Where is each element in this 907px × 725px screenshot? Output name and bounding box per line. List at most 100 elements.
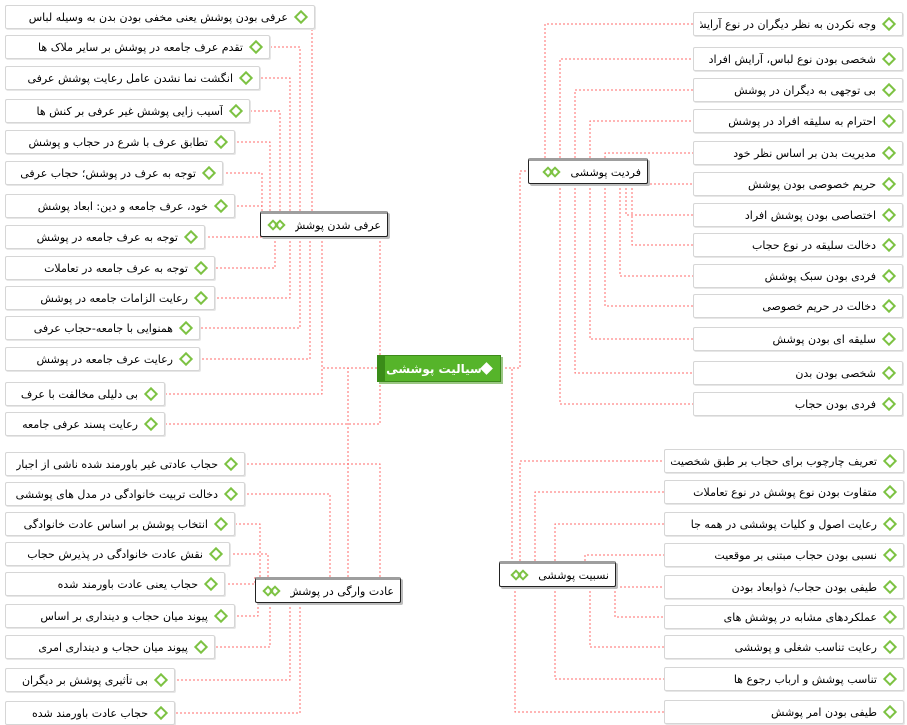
connector-line	[235, 141, 271, 211]
leaf-item[interactable]: فردی بودن حجاب	[693, 392, 903, 416]
leaf-item[interactable]: آسیب زایی پوشش غیر عرفی بر کنش ها	[5, 99, 250, 123]
leaf-item[interactable]: پیوند میان حجاب و دینداری بر اساس	[5, 604, 235, 628]
leaf-item[interactable]: بی دلیلی مخالفت با عرف	[5, 382, 165, 406]
leaf-item[interactable]: اختصاصی بودن پوشش افراد	[693, 203, 903, 227]
leaf-item[interactable]: انتخاب پوشش بر اساس عادت خانوادگی	[5, 512, 235, 536]
branch-individuality[interactable]: فردیت پوششی	[528, 158, 648, 184]
leaf-item[interactable]: دخالت سلیقه در نوع حجاب	[693, 233, 903, 257]
leaf-item[interactable]: سلیقه ای بودن پوشش	[693, 327, 903, 351]
leaf-item[interactable]: حجاب عادت باورمند شده	[5, 701, 175, 725]
leaf-item[interactable]: نسبی بودن حجاب مبتنی بر موقعیت	[664, 543, 904, 567]
leaf-item[interactable]: بی تأثیری پوشش بر دیگران	[5, 668, 175, 692]
connector-line	[235, 603, 259, 617]
connector-line	[245, 493, 331, 577]
leaf-item[interactable]: حریم خصوصی بودن پوشش	[693, 172, 903, 196]
connector-line	[519, 460, 664, 561]
connector-line	[250, 110, 281, 211]
leaf-item[interactable]: شخصی بودن بدن	[693, 361, 903, 385]
diamond-icon	[144, 417, 158, 431]
diamond-icon	[882, 177, 896, 191]
leaf-item[interactable]: توجه به عرف جامعه در تعاملات	[5, 256, 215, 280]
leaf-item[interactable]: دخالت تربیت خانوادگی در مدل های پوششی	[5, 482, 245, 506]
branch-label: فردیت پوششی	[570, 165, 641, 179]
connector-line	[311, 16, 315, 211]
leaf-item[interactable]: فردی بودن سبک پوشش	[693, 264, 903, 288]
connector-line	[235, 205, 263, 211]
diamond-icon	[883, 580, 897, 594]
diamond-icon	[882, 17, 896, 31]
connector-line	[215, 237, 276, 269]
connector-line	[534, 491, 664, 561]
leaf-item[interactable]: انگشت نما نشدن عامل رعایت پوشش عرفی	[5, 66, 260, 90]
leaf-item[interactable]: رعایت الزامات جامعه در پوشش	[5, 286, 215, 310]
diamond-icon	[229, 104, 243, 118]
leaf-item[interactable]: تقدم عرف جامعه در پوشش بر سایر ملاک ها	[5, 35, 270, 59]
diamond-icon	[294, 10, 308, 24]
connector-line	[514, 587, 664, 713]
connector-line	[321, 237, 377, 369]
connector-line	[544, 23, 693, 158]
branch-customization[interactable]: عرفی شدن پوشش	[260, 211, 388, 237]
leaf-item[interactable]: حجاب یعنی عادت باورمند شده	[5, 572, 225, 596]
leaf-item[interactable]: متفاوت بودن نوع پوشش در نوع تعاملات	[664, 480, 904, 504]
leaf-item[interactable]: تعریف چارچوب برای حجاب بر طبق شخصیت	[664, 449, 904, 473]
leaf-item[interactable]: نقش عادت خانوادگی در پذیرش حجاب	[5, 542, 230, 566]
leaf-item[interactable]: تطابق عرف با شرع در حجاب و پوشش	[5, 130, 235, 154]
connector-line	[554, 587, 664, 680]
leaf-item[interactable]: توجه به عرف جامعه در پوشش	[5, 225, 205, 249]
double-diamond-icon	[267, 218, 289, 232]
branch-label: عرفی شدن پوشش	[295, 218, 381, 232]
leaf-item[interactable]: رعایت تناسب شغلی و پوششی	[664, 635, 904, 659]
leaf-item[interactable]: عملکردهای مشابه در پوشش های	[664, 605, 904, 629]
branch-habituation[interactable]: عادت وارگی در پوشش	[255, 577, 401, 603]
diamond-icon	[214, 609, 228, 623]
leaf-item[interactable]: طیفی بودن حجاب/ ذوابعاد بودن	[664, 575, 904, 599]
leaf-item[interactable]: مدیریت بدن بر اساس نظر خود	[693, 141, 903, 165]
connector-line	[574, 89, 693, 158]
connector-line	[501, 170, 528, 369]
leaf-item[interactable]: حجاب عادتی غیر باورمند شده ناشی از اجبار	[5, 452, 245, 476]
connector-line	[215, 603, 271, 648]
diamond-icon	[249, 40, 263, 54]
leaf-item[interactable]: رعایت پسند عرفی جامعه	[5, 412, 165, 436]
diamond-icon	[882, 83, 896, 97]
diamond-icon	[882, 397, 896, 411]
diamond-icon	[882, 366, 896, 380]
leaf-item[interactable]: توجه به عرف در پوشش؛ حجاب عرفی	[5, 161, 223, 185]
connector-line	[230, 553, 269, 577]
root-node[interactable]: سیالیت پوششی	[377, 355, 501, 382]
diamond-icon	[144, 387, 158, 401]
leaf-item[interactable]: خود، عرف جامعه و دین: ابعاد پوشش	[5, 194, 235, 218]
leaf-item[interactable]: دخالت در حریم خصوصی	[693, 294, 903, 318]
connector-line	[574, 184, 693, 374]
connector-line	[175, 603, 291, 681]
leaf-item[interactable]: پیوند میان حجاب و دینداری امری	[5, 635, 215, 659]
branch-relativity[interactable]: نسبیت پوششی	[499, 561, 616, 587]
diamond-icon	[883, 705, 897, 719]
leaf-item[interactable]: رعایت اصول و کلیات پوششی در همه جا	[664, 512, 904, 536]
leaf-item[interactable]: وجه نکردن به نظر دیگران در نوع آرایش	[693, 12, 903, 36]
diamond-icon	[184, 230, 198, 244]
leaf-item[interactable]: طیفی بودن امر پوشش	[664, 700, 904, 724]
connector-line	[589, 587, 664, 648]
connector-line	[631, 184, 693, 246]
leaf-item[interactable]: شخصی بودن نوع لباس، آرایش افراد	[693, 47, 903, 71]
connector-line	[215, 237, 291, 299]
connector-line	[604, 184, 693, 307]
diamond-icon	[883, 454, 897, 468]
diamond-icon	[882, 52, 896, 66]
diamond-icon	[883, 485, 897, 499]
leaf-item[interactable]: عرفی بودن پوشش یعنی مخفی بودن بدن به وسی…	[5, 5, 315, 29]
leaf-item[interactable]: همنوایی با جامعه-حجاب عرفی	[5, 316, 200, 340]
diamond-icon	[882, 238, 896, 252]
branch-label: عادت وارگی در پوشش	[290, 584, 394, 598]
diamond-icon	[239, 71, 253, 85]
leaf-item[interactable]: رعایت عرف جامعه در پوشش	[5, 347, 200, 371]
leaf-item[interactable]: احترام به سلیقه افراد در پوشش	[693, 109, 903, 133]
diamond-icon	[883, 610, 897, 624]
leaf-item[interactable]: بی توجهی به دیگران در پوشش	[693, 78, 903, 102]
leaf-item[interactable]: تناسب پوشش و ارباب رجوع ها	[664, 667, 904, 691]
connector-line	[604, 152, 693, 158]
connector-line	[200, 237, 311, 360]
